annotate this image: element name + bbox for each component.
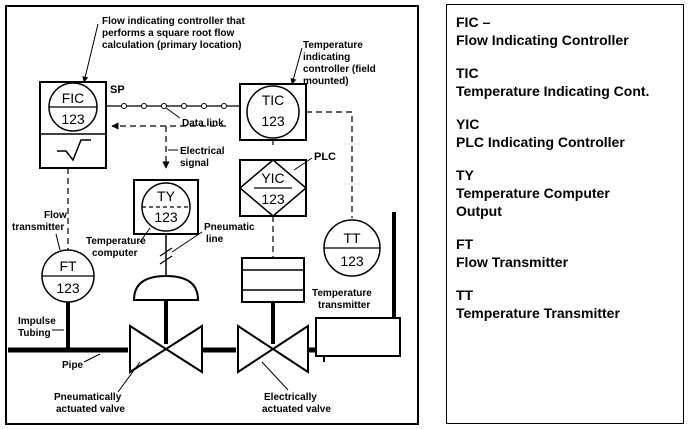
tt-instrument: TT 123 <box>323 219 381 277</box>
flow-transmitter-label: Flow transmitter <box>12 210 67 233</box>
svg-text:signal: signal <box>180 158 209 169</box>
pneumatic-valve <box>129 274 203 374</box>
data-link <box>106 103 240 109</box>
svg-text:mounted): mounted) <box>303 76 349 87</box>
svg-text:Temperature: Temperature <box>312 288 372 299</box>
legend-abbr: TT <box>456 287 474 303</box>
legend-abbr: FT <box>456 236 474 252</box>
svg-text:Electrical: Electrical <box>180 146 225 157</box>
svg-text:actuated valve: actuated valve <box>262 404 331 415</box>
ft-number: 123 <box>56 280 80 296</box>
data-link-label: Data link <box>182 118 224 129</box>
plc-label: PLC <box>314 151 336 163</box>
legend-desc: Temperature Computer Output <box>456 185 610 219</box>
ft-instrument: FT 123 <box>41 249 95 303</box>
tic-tag: TIC <box>262 92 285 108</box>
legend-item-ty: TY Temperature Computer Output <box>456 166 674 220</box>
tic-number: 123 <box>261 113 285 129</box>
pneumatic-hash-1 <box>159 247 173 257</box>
svg-text:computer: computer <box>92 248 138 259</box>
legend-abbr: TIC <box>456 65 479 81</box>
fic-instrument: FIC 123 <box>39 81 107 169</box>
pipe-leader <box>83 353 101 363</box>
svg-text:Electrically: Electrically <box>264 392 317 403</box>
ty-tag: TY <box>157 188 176 204</box>
pneumatic-line-label: Pneumatic line <box>204 222 255 245</box>
svg-text:performs a square root flow: performs a square root flow <box>102 28 234 39</box>
svg-text:Flow indicating controller tha: Flow indicating controller that <box>102 16 245 27</box>
svg-text:Pneumatically: Pneumatically <box>54 392 122 403</box>
tic-instrument: TIC 123 <box>239 83 307 141</box>
legend-item-ft: FT Flow Transmitter <box>456 235 674 271</box>
temperature-computer-leader <box>139 227 151 243</box>
svg-text:Impulse: Impulse <box>18 316 56 327</box>
legend-item-yic: YIC PLC Indicating Controller <box>456 115 674 151</box>
data-link-leader <box>165 107 181 119</box>
svg-text:transmitter: transmitter <box>318 300 370 311</box>
fic-number: 123 <box>61 111 85 127</box>
yic-number: 123 <box>261 191 285 207</box>
tic-note-leader <box>290 47 303 85</box>
electric-valve-label: Electrically actuated valve <box>262 392 331 415</box>
yic-tag: YIC <box>261 170 284 186</box>
legend-item-tt: TT Temperature Transmitter <box>456 286 674 322</box>
legend-abbr: FIC – <box>456 14 491 30</box>
ty-number: 123 <box>154 209 178 225</box>
legend-box: FIC – Flow Indicating Controller TIC Tem… <box>446 4 684 424</box>
legend-desc: Flow Transmitter <box>456 254 569 270</box>
pneumatic-valve-leader <box>117 361 141 393</box>
svg-text:actuated valve: actuated valve <box>56 404 125 415</box>
svg-text:calculation (primary location): calculation (primary location) <box>102 40 241 51</box>
svg-text:Pneumatic: Pneumatic <box>204 222 255 233</box>
diagram-frame <box>5 5 419 425</box>
fic-note-leader <box>82 23 99 83</box>
pneumatic-hash-2 <box>159 255 173 265</box>
legend-abbr: YIC <box>456 116 480 132</box>
svg-text:controller (field: controller (field <box>303 64 376 75</box>
legend-desc: PLC Indicating Controller <box>456 134 625 150</box>
svg-text:transmitter: transmitter <box>12 222 64 233</box>
svg-text:Flow: Flow <box>44 210 67 221</box>
fic-tag: FIC <box>62 90 85 106</box>
svg-text:Tubing: Tubing <box>18 328 51 339</box>
flow-transmitter-leader <box>55 233 61 251</box>
temperature-transmitter-label: Temperature transmitter <box>312 288 372 311</box>
svg-text:Temperature: Temperature <box>86 236 146 247</box>
tt-number: 123 <box>340 253 364 269</box>
legend-desc: Flow Indicating Controller <box>456 32 629 48</box>
temperature-computer-label: Temperature computer <box>86 236 146 259</box>
sp-label: SP <box>110 84 125 96</box>
tt-tag: TT <box>343 230 361 246</box>
fic-note: Flow indicating controller that performs… <box>102 16 245 51</box>
legend-abbr: TY <box>456 167 474 183</box>
impulse-tubing-label: Impulse Tubing <box>18 316 56 339</box>
pneumatic-line-leader <box>171 231 203 253</box>
electric-valve <box>237 257 309 374</box>
svg-text:line: line <box>206 234 224 245</box>
legend-desc: Temperature Indicating Cont. <box>456 83 650 99</box>
tic-note: Temperature indicating controller (field… <box>303 40 376 87</box>
svg-text:Temperature: Temperature <box>303 40 363 51</box>
thermowell-housing <box>315 317 401 362</box>
square-root-icon <box>57 139 91 162</box>
electric-valve-leader <box>261 361 289 391</box>
ft-tag: FT <box>59 258 77 274</box>
svg-text:indicating: indicating <box>303 52 350 63</box>
pneumatic-valve-label: Pneumatically actuated valve <box>54 392 125 415</box>
electrical-signal-label: Electrical signal <box>180 146 225 169</box>
plc-leader <box>293 157 313 171</box>
ty-instrument: TY 123 <box>133 179 199 235</box>
legend-desc: Temperature Transmitter <box>456 305 620 321</box>
legend-item-tic: TIC Temperature Indicating Cont. <box>456 64 674 100</box>
tic-tt-signal <box>306 111 353 218</box>
pipe-label: Pipe <box>62 360 84 371</box>
legend-item-fic: FIC – Flow Indicating Controller <box>456 13 674 49</box>
